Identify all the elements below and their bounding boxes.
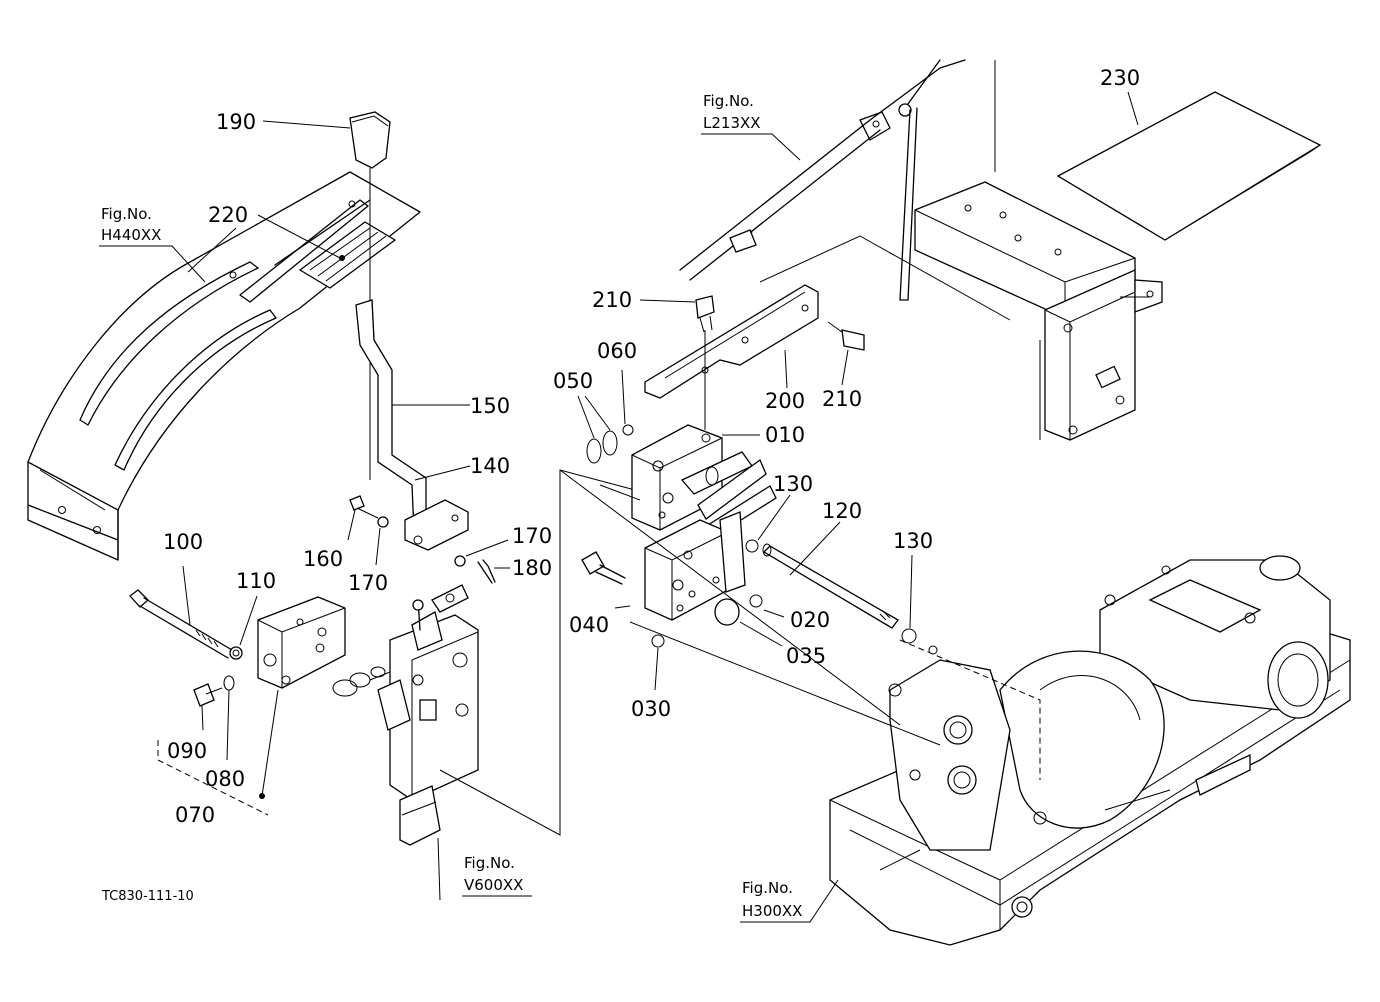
label-170-left: 170 xyxy=(348,571,388,595)
lever-guide-plate xyxy=(27,171,421,561)
label-200: 200 xyxy=(765,389,805,413)
v600-reference-lines xyxy=(437,469,636,901)
fig-ref-l213-line2: L213XX xyxy=(703,114,761,132)
upper-frame xyxy=(679,59,1041,440)
control-lever xyxy=(355,299,427,533)
pipe xyxy=(762,543,899,629)
assembly-reference-lines xyxy=(559,469,941,746)
label-190: 190 xyxy=(216,110,256,134)
label-010: 010 xyxy=(765,423,805,447)
control-valve xyxy=(332,584,479,846)
fig-ref-h440-line1: Fig.No. xyxy=(101,205,152,223)
right-mount-bracket xyxy=(914,181,1163,441)
label-090: 090 xyxy=(167,739,207,763)
o-rings xyxy=(586,424,917,648)
long-bolt xyxy=(129,589,243,660)
label-020: 020 xyxy=(790,608,830,632)
lever-bracket xyxy=(404,499,469,551)
label-070: 070 xyxy=(175,803,215,827)
label-100: 100 xyxy=(163,530,203,554)
label-130-right: 130 xyxy=(893,529,933,553)
label-050: 050 xyxy=(553,369,593,393)
drawing-code: TC830-111-10 xyxy=(101,889,194,904)
label-140: 140 xyxy=(470,454,510,478)
label-210-right: 210 xyxy=(822,387,862,411)
label-220: 220 xyxy=(208,203,248,227)
plug-and-ring xyxy=(193,675,235,707)
fig-ref-h300-line2: H300XX xyxy=(742,902,802,920)
hydraulic-housing xyxy=(829,555,1351,946)
label-080: 080 xyxy=(205,767,245,791)
label-120: 120 xyxy=(822,499,862,523)
leader-lines xyxy=(182,91,1139,761)
support-bracket xyxy=(644,284,865,430)
figure-ref-h300: Fig.No. H300XX xyxy=(740,879,839,923)
figure-ref-l213: Fig.No. L213XX xyxy=(701,92,801,161)
label-210-left: 210 xyxy=(592,288,632,312)
fig-ref-h300-line1: Fig.No. xyxy=(742,879,793,897)
adapter-plate xyxy=(157,596,346,816)
label-180: 180 xyxy=(512,556,552,580)
fig-ref-l213-line1: Fig.No. xyxy=(703,92,754,110)
valve-block-lower xyxy=(644,511,746,621)
label-035: 035 xyxy=(786,644,826,668)
label-170-right: 170 xyxy=(512,524,552,548)
label-230: 230 xyxy=(1100,66,1140,90)
label-030: 030 xyxy=(631,697,671,721)
label-160: 160 xyxy=(303,547,343,571)
label-060: 060 xyxy=(597,339,637,363)
fig-ref-v600-line1: Fig.No. xyxy=(464,854,515,872)
label-150: 150 xyxy=(470,394,510,418)
part-number-labels: 190 220 150 140 160 170 170 180 100 110 … xyxy=(163,66,1140,827)
small-fasteners xyxy=(349,495,496,584)
label-110: 110 xyxy=(236,569,276,593)
label-130-left: 130 xyxy=(773,472,813,496)
banjo-bolt xyxy=(581,551,626,585)
fig-ref-h440-line2: H440XX xyxy=(101,226,161,244)
label-040: 040 xyxy=(569,613,609,637)
figure-ref-v600: Fig.No. V600XX xyxy=(462,854,532,897)
figure-ref-h440: Fig.No. H440XX xyxy=(99,205,206,283)
manual-sheet xyxy=(1056,91,1322,241)
fig-ref-v600-line2: V600XX xyxy=(464,876,523,894)
